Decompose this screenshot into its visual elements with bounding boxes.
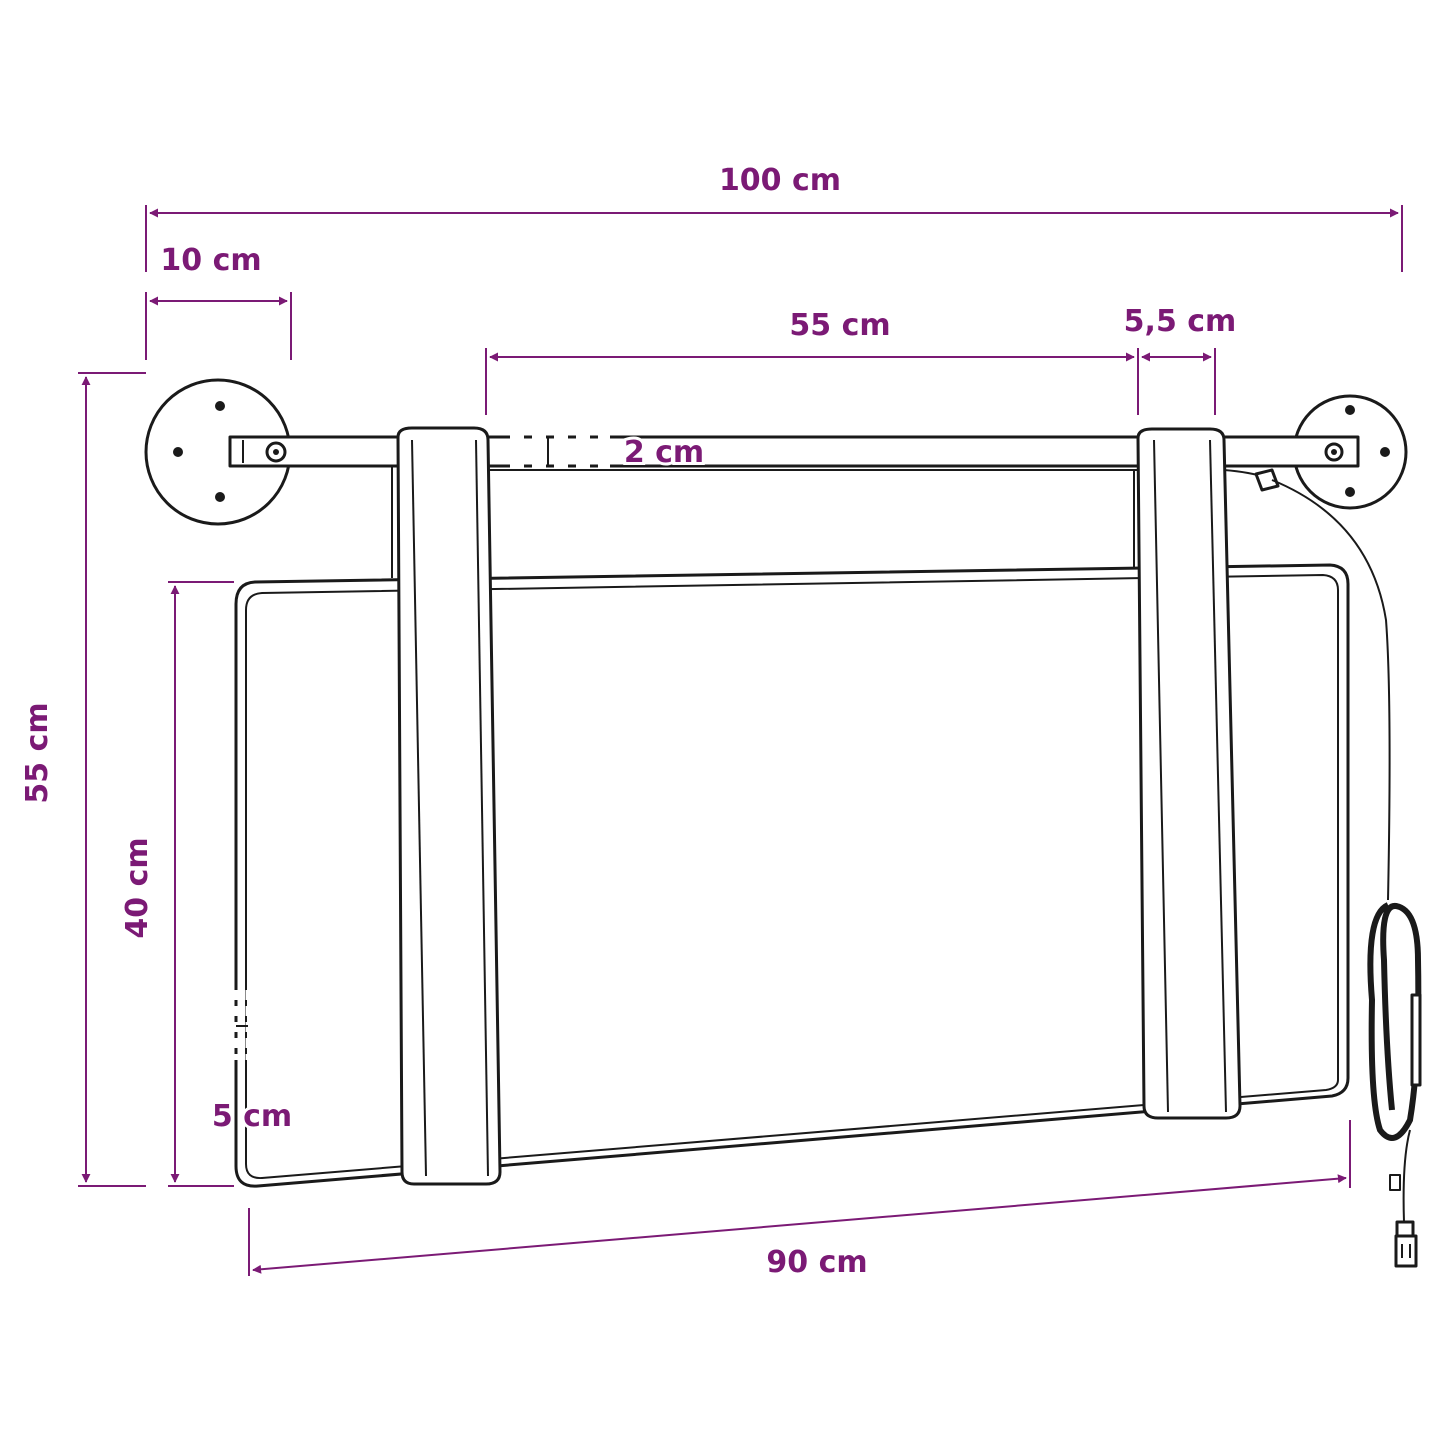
cushion-width-arrow bbox=[252, 1174, 1347, 1274]
cushion-width-label: 90 cm bbox=[766, 1245, 867, 1280]
dimension-labels: 100 cm 10 cm 55 cm 5,5 cm 2 cm 55 cm 40 … bbox=[20, 163, 1236, 1280]
hanging-rod bbox=[228, 435, 1360, 471]
left-strap bbox=[396, 426, 502, 1186]
strap-width-label: 5,5 cm bbox=[1124, 304, 1237, 339]
rod-diameter-label: 2 cm bbox=[624, 435, 704, 470]
total-width-label: 100 cm bbox=[719, 163, 841, 198]
bracket-width-label: 10 cm bbox=[160, 243, 261, 278]
strap-spacing-label: 55 cm bbox=[789, 308, 890, 343]
cushion-thickness-guide bbox=[233, 990, 251, 1060]
rod-diameter-guide bbox=[510, 434, 610, 469]
usb-power-cable bbox=[1223, 468, 1422, 1268]
total-height-label: 55 cm bbox=[20, 702, 55, 803]
dimension-lines bbox=[78, 205, 1403, 1276]
right-strap bbox=[1136, 427, 1242, 1120]
cushion-thickness-label: 5 cm bbox=[212, 1099, 292, 1134]
product-illustration bbox=[144, 378, 1422, 1268]
cushion-height-label: 40 cm bbox=[120, 837, 155, 938]
